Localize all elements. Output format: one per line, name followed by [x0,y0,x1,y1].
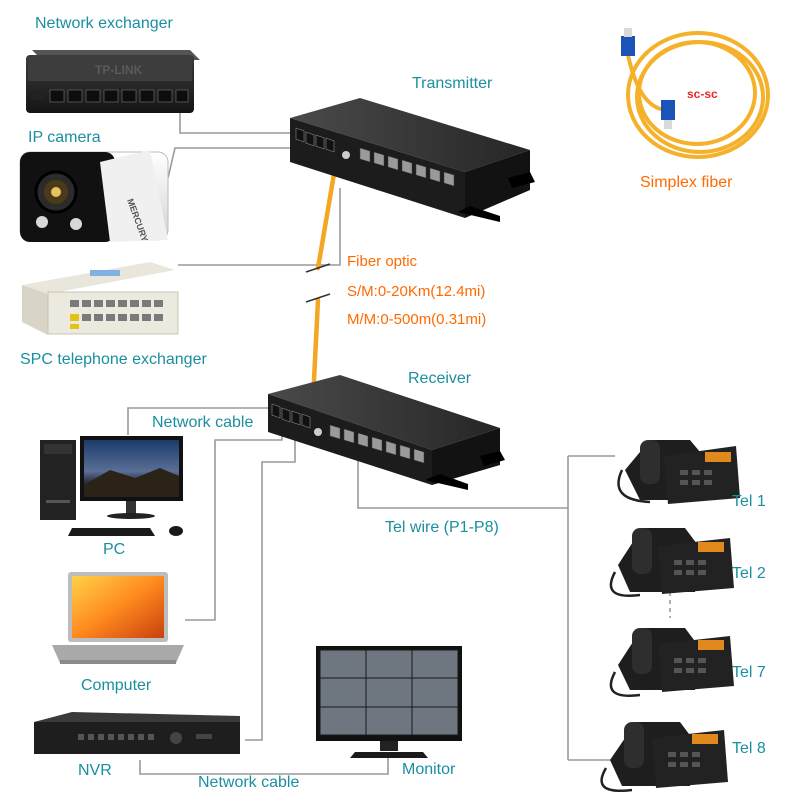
connection-lines [127,110,671,775]
label-fiber-optic: Fiber optic [347,253,418,270]
line-pc-to-receiver [127,407,272,435]
label-transmitter: Transmitter [412,75,493,92]
telephone-tel7 [609,628,734,697]
fiber-break-marks [305,263,331,303]
label-network-cable-bottom: Network cable [198,774,300,791]
line-spc-to-transmitter [178,188,341,266]
line-camera-to-transmitter [167,147,300,179]
label-ip-camera: IP camera [28,129,101,146]
sc-connector-bottom [661,100,675,129]
label-spc-exchanger: SPC telephone exchanger [20,351,207,368]
telephone-tel1 [617,440,740,504]
label-sc-sc: sc-sc [687,87,718,101]
label-receiver: Receiver [408,370,472,387]
monitor-device [316,646,462,758]
label-nvr: NVR [78,762,112,779]
line-receiver-to-phones [357,458,568,509]
laptop-device [52,572,184,664]
label-pc: PC [103,541,126,558]
pc-device [40,436,183,536]
label-tel8: Tel 8 [732,740,766,757]
label-simplex-fiber: Simplex fiber [640,174,733,191]
transmitter-device [290,98,535,222]
label-tel7: Tel 7 [732,664,766,681]
label-tel2: Tel 2 [732,565,766,582]
label-network-exchanger: Network exchanger [35,15,173,32]
receiver-device [268,375,505,490]
nvr-device [34,712,240,754]
label-computer: Computer [81,677,152,694]
line-nvr-to-receiver [245,425,296,741]
ip-camera-device: MERCURY [19,150,169,243]
line-computer-to-receiver [185,418,283,621]
label-tel1: Tel 1 [732,493,766,510]
spc-exchanger-device [22,262,179,335]
telephone-tel2 [609,528,734,597]
sc-connector-top [621,28,635,56]
line-switch-to-transmitter [179,110,295,134]
line-nvr-to-monitor [139,758,389,775]
label-tel-wire: Tel wire (P1-P8) [385,519,499,536]
label-monitor: Monitor [402,761,456,778]
label-sm-range: S/M:0-20Km(12.4mi) [347,283,486,300]
simplex-fiber-coil [626,31,770,159]
switch-brand-text: TP-LINK [95,63,143,77]
label-mm-range: M/M:0-500m(0.31mi) [347,311,487,328]
network-switch-device: TP-LINK [26,50,200,113]
telephone-tel8 [600,722,728,792]
label-network-cable-top: Network cable [152,414,254,431]
